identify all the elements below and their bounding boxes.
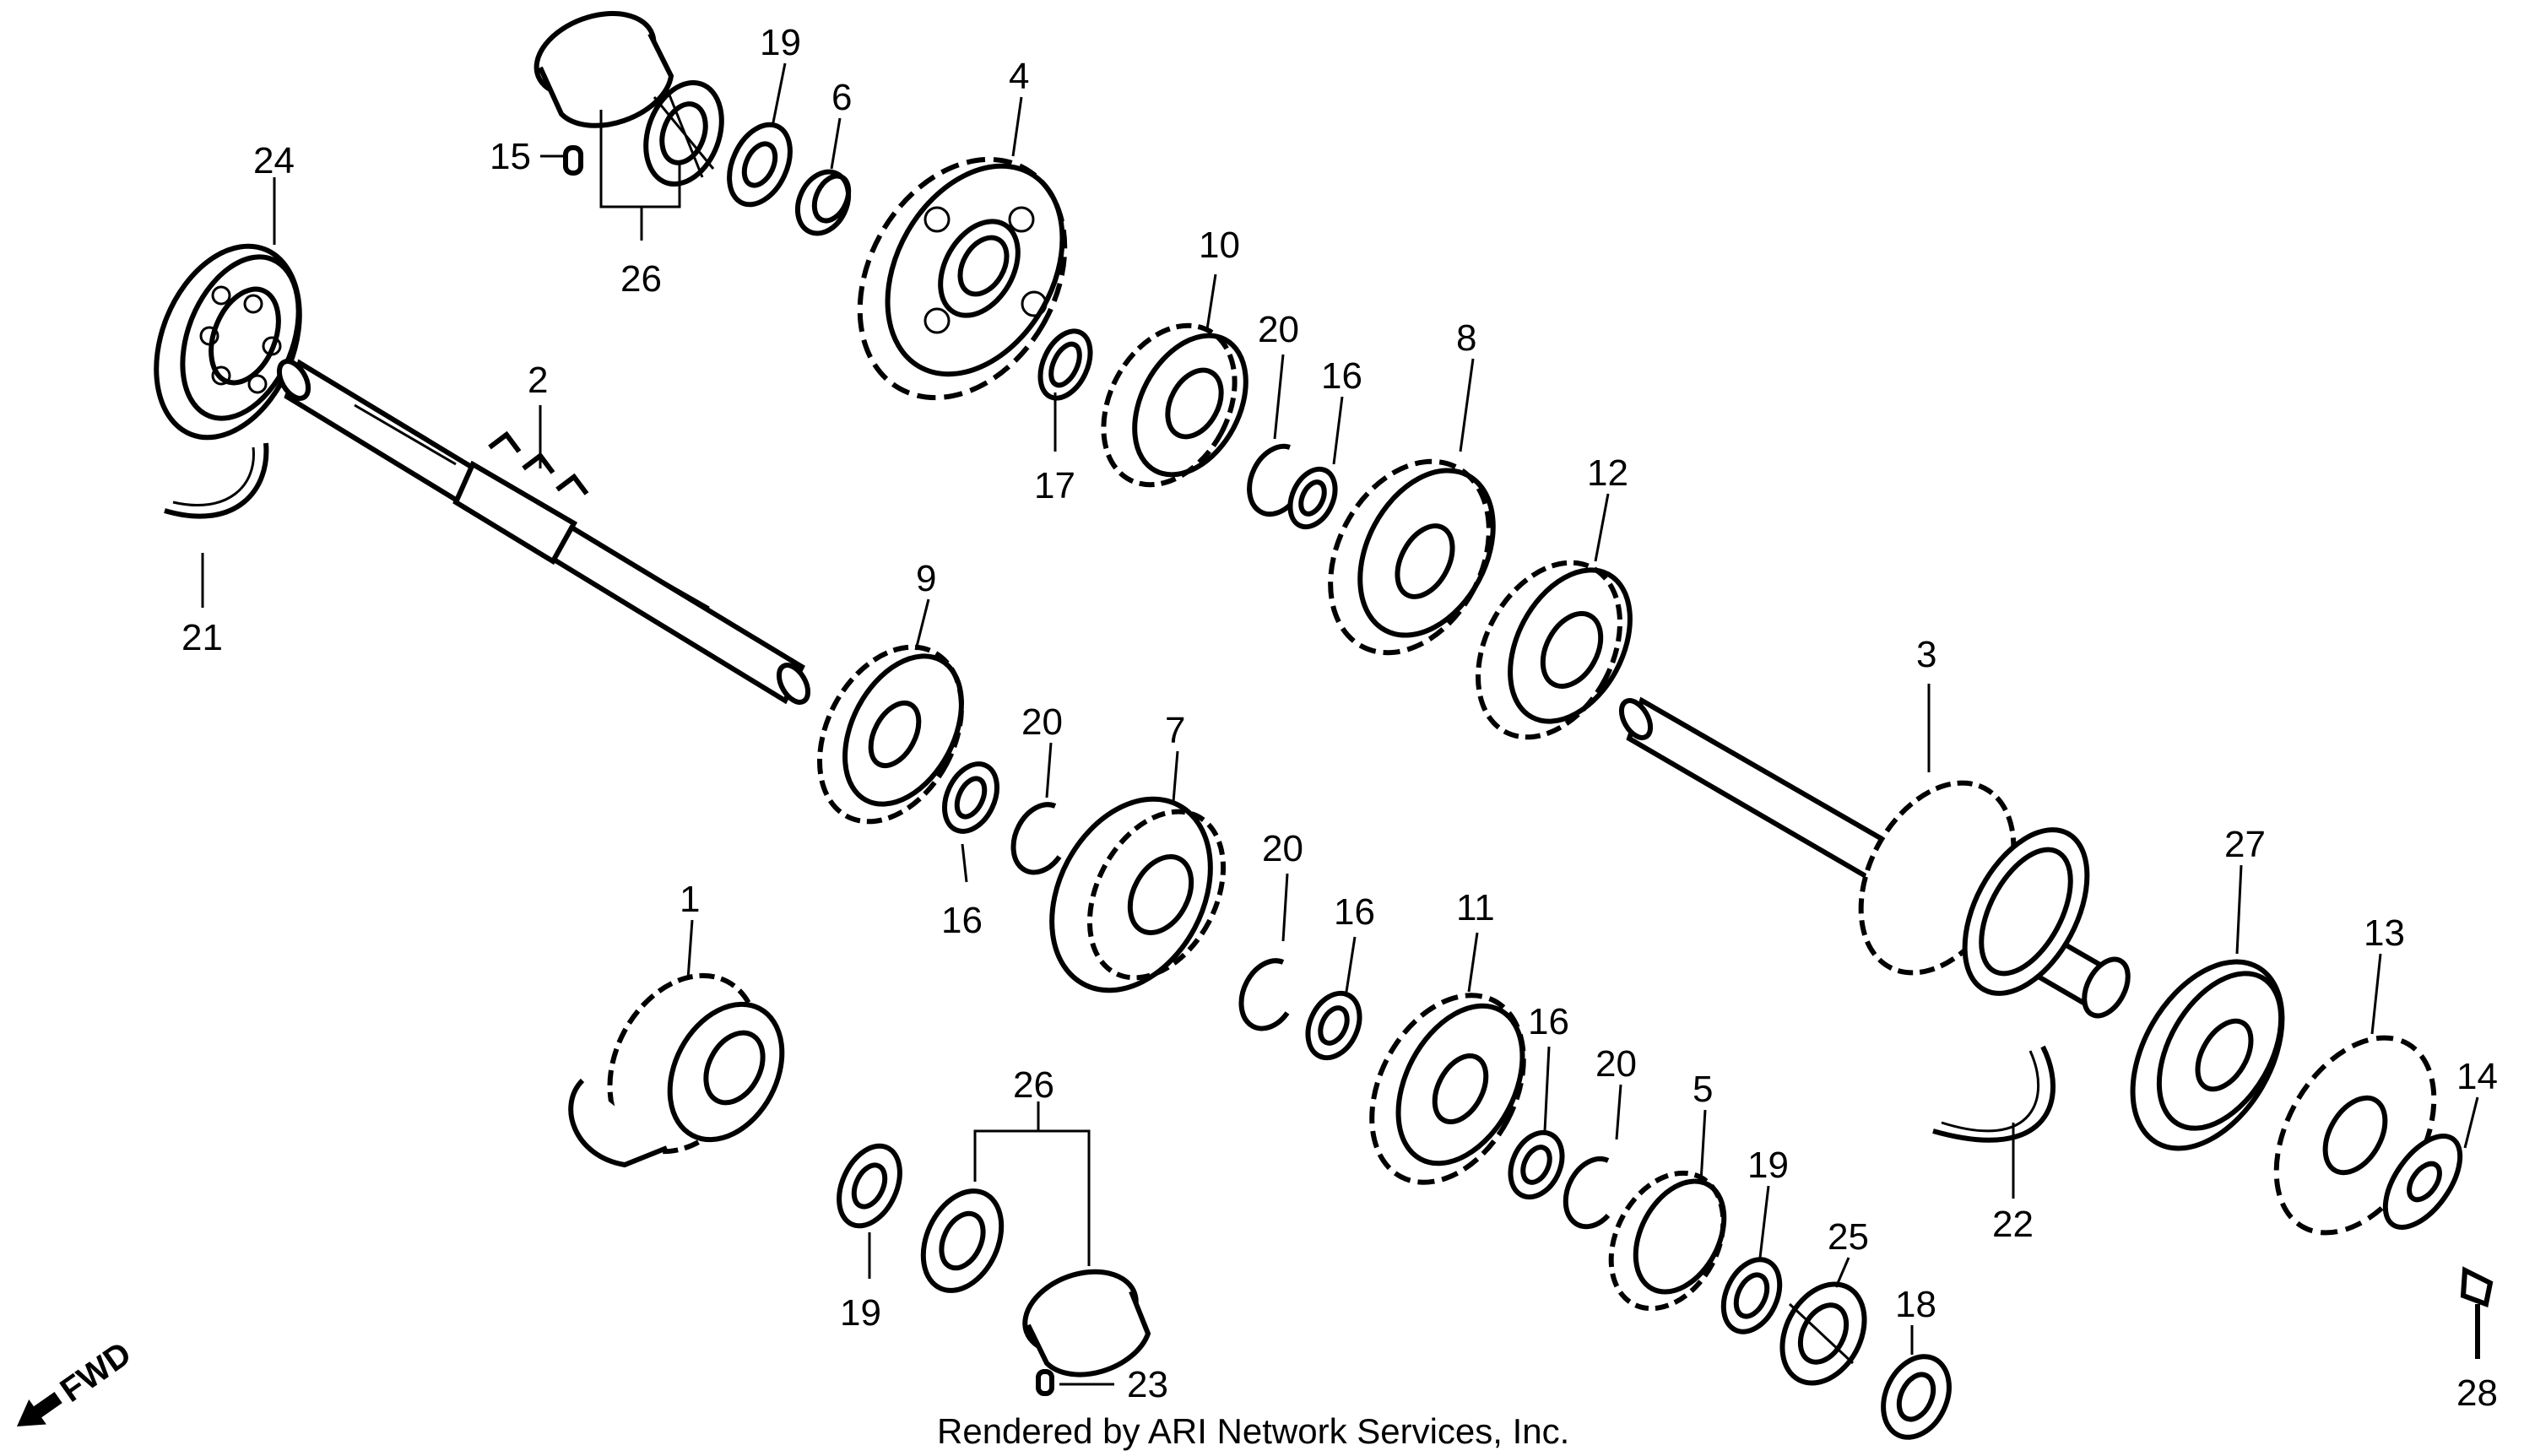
part-17-washer: [1037, 328, 1093, 401]
part-8-gear: [1328, 458, 1496, 656]
part-27-oil-seal: [2130, 959, 2285, 1151]
callout-9: 9: [916, 558, 936, 599]
part-3-countershaft: [1618, 696, 2131, 1019]
callout-28: 28: [2456, 1372, 2498, 1414]
callout-16-bottom: 16: [1528, 1001, 1569, 1042]
callout-13: 13: [2364, 912, 2405, 954]
callout-20-upper: 20: [1258, 309, 1299, 350]
part-19-washer-top: [727, 122, 793, 208]
callout-22: 22: [1992, 1204, 2034, 1245]
callout-19-bottom-left: 19: [840, 1292, 881, 1334]
callout-15: 15: [490, 136, 531, 177]
fwd-label: FWD: [54, 1335, 138, 1410]
part-14-fixing-plate: [2382, 1133, 2463, 1231]
part-11-gear: [1369, 993, 1526, 1185]
part-22-set-ring: [1932, 1045, 2055, 1143]
callout-17: 17: [1034, 465, 1075, 506]
callout-12: 12: [1587, 452, 1628, 494]
forward-direction-indicator: FWD: [17, 1335, 138, 1426]
part-19-washer-bottom-right: [1720, 1257, 1783, 1334]
callout-16-upper: 16: [1321, 355, 1362, 397]
part-4-gear: [857, 156, 1068, 401]
forward-arrow-icon: [17, 1392, 62, 1426]
part-6-bushing: [794, 169, 852, 236]
part-2-mainshaft: [276, 359, 811, 705]
callout-8: 8: [1456, 317, 1476, 359]
part-23-pin: [1036, 1369, 1114, 1396]
callout-14: 14: [2456, 1056, 2498, 1097]
callout-24: 24: [253, 140, 295, 181]
part-20-snap-ring-middle: [1010, 802, 1062, 875]
part-16-washer-bottom: [1508, 1129, 1565, 1200]
part-24-bearing: [154, 243, 302, 441]
callout-3: 3: [1916, 634, 1936, 675]
callout-20-middle: 20: [1021, 701, 1063, 743]
callout-7: 7: [1165, 710, 1185, 751]
part-9-gear: [817, 644, 964, 825]
callout-4: 4: [1009, 56, 1029, 97]
callout-11: 11: [1456, 887, 1495, 928]
part-20-snap-ring-lower: [1238, 958, 1290, 1031]
callout-23: 23: [1127, 1364, 1168, 1405]
part-10-gear: [1101, 322, 1248, 488]
part-20-snap-ring-upper: [1247, 443, 1298, 517]
callout-10: 10: [1199, 225, 1240, 266]
part-19-washer-bottom-left: [837, 1143, 902, 1229]
callout-26-bottom: 26: [1013, 1064, 1054, 1106]
part-15-pin: [563, 145, 583, 176]
callout-26-top: 26: [620, 258, 662, 300]
part-16-washer-upper: [1287, 466, 1338, 530]
part-7-gear: [1049, 796, 1227, 993]
callout-labels: 24 15 26 19 6 4 2 21 10 20 16 17 8 12 9 …: [181, 22, 2498, 1414]
part-21-set-ring: [164, 442, 269, 519]
part-12-gear: [1476, 560, 1633, 740]
callout-19-bottom-right: 19: [1747, 1145, 1789, 1186]
callout-1: 1: [680, 879, 700, 920]
callout-19-top: 19: [760, 22, 801, 63]
part-28-bolt: [2460, 1266, 2494, 1359]
callout-21: 21: [181, 617, 223, 658]
part-16-washer-middle: [942, 761, 999, 834]
part-26-bearing-set-top: [534, 11, 724, 241]
callout-16-middle: 16: [941, 900, 983, 941]
callout-27: 27: [2224, 824, 2266, 865]
part-25-needle-bearing: [1779, 1281, 1867, 1386]
callout-20-bottom: 20: [1595, 1043, 1637, 1085]
part-1-spindle-gear: [568, 972, 785, 1168]
callout-18: 18: [1895, 1284, 1936, 1325]
part-20-snap-ring-bottom: [1563, 1156, 1611, 1230]
callout-2: 2: [528, 360, 548, 401]
part-16-washer-lower: [1305, 990, 1362, 1061]
part-26-bearing-set-bottom: [920, 1101, 1151, 1378]
callout-20-lower: 20: [1262, 828, 1303, 869]
callout-16-lower: 16: [1334, 891, 1375, 933]
leader-lines: [201, 62, 2479, 1355]
callout-25: 25: [1828, 1216, 1869, 1258]
callout-5: 5: [1693, 1069, 1713, 1110]
footer-credit: Rendered by ARI Network Services, Inc.: [937, 1411, 1569, 1451]
callout-6: 6: [831, 77, 852, 118]
part-18-washer: [1881, 1354, 1952, 1440]
